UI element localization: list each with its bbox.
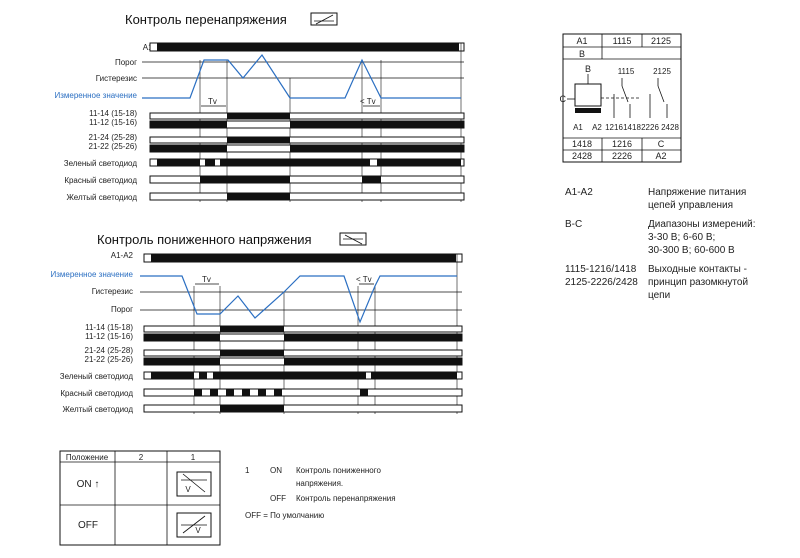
legend-desc-a1a2-2: цепей управления xyxy=(648,200,733,211)
note-on-desc-2: напряжения. xyxy=(296,479,343,488)
legend-term-bc: B-C xyxy=(565,219,582,230)
tb-b1-c: C xyxy=(658,139,665,149)
legend-desc-bc-3: 30-300 В; 60-600 В xyxy=(648,245,735,256)
tb-top-a1: A1 xyxy=(576,36,587,46)
uv-label-threshold: Порог xyxy=(111,305,133,314)
svg-text:Tv: Tv xyxy=(208,97,217,106)
uv-label-hysteresis: Гистерезис xyxy=(92,287,133,296)
uv-label-2122: 21-22 (25-26) xyxy=(85,355,134,364)
tb-inner-2428: 2428 xyxy=(661,123,679,132)
uv-label-green-led: Зеленый светодиод xyxy=(60,372,134,381)
tb-inner-a1: A1 xyxy=(573,123,583,132)
legend-term-a1a2: A1-A2 xyxy=(565,187,593,198)
tb-b1-1418: 1418 xyxy=(572,139,592,149)
tb-inner-b: B xyxy=(585,64,591,74)
terminal-block: A1 1115 2125 B B C 1115 2125 A1 A2 1216 … xyxy=(560,33,682,163)
ov-label-2124: 21-24 (25-28) xyxy=(89,133,138,142)
legend-desc-bc-1: Диапазоны измерений: xyxy=(648,219,756,230)
note-off-desc: Контроль перенапряжения xyxy=(296,494,396,503)
tb-inner-2226: 2226 xyxy=(641,123,659,132)
undervoltage-switch-icon: V xyxy=(176,471,212,497)
uv-label-measured: Измеренное значение xyxy=(50,270,133,279)
switch-header-position: Положение xyxy=(66,453,109,462)
legend-desc-contacts-2: принцип разомкнутой xyxy=(648,277,748,288)
tb-top-1115: 1115 xyxy=(613,36,632,46)
switch-table: Положение 2 1 ON ↑ OFF V V xyxy=(59,450,221,546)
legend-desc-bc-2: 3-30 В; 6-60 В; xyxy=(648,232,715,243)
overvoltage-title-icon xyxy=(310,12,338,26)
switch-row-on: ON ↑ xyxy=(77,479,100,490)
svg-text:V: V xyxy=(185,485,191,494)
legend: A1-A2 Напряжение питания цепей управлени… xyxy=(565,187,756,301)
svg-text:V: V xyxy=(195,526,201,535)
uv-label-1114: 11-14 (15-18) xyxy=(85,323,133,332)
overvoltage-section: Контроль перенапряжения A1-A2 Порог Гист… xyxy=(54,12,465,202)
ov-label-1114: 11-14 (15-18) xyxy=(89,109,137,118)
tb-b2-2428: 2428 xyxy=(572,151,592,161)
uv-tv-marker-1: Tv xyxy=(195,275,219,285)
uv-label-1112: 11-12 (15-16) xyxy=(85,332,133,341)
undervoltage-title-icon xyxy=(339,232,367,246)
note-off: OFF xyxy=(270,494,286,503)
tb-second-b: B xyxy=(579,49,585,59)
note-number: 1 xyxy=(245,466,250,475)
ov-label-measured: Измеренное значение xyxy=(54,91,137,100)
legend-desc-a1a2-1: Напряжение питания xyxy=(648,187,746,198)
switch-header-2: 2 xyxy=(139,453,144,462)
tb-inner-1418: 1418 xyxy=(623,123,641,132)
undervoltage-section: Контроль пониженного напряжения A1-A2 Из… xyxy=(50,232,463,414)
uv-label-yellow-led: Желтый светодиод xyxy=(62,405,133,414)
svg-text:< Tv: < Tv xyxy=(356,275,372,284)
tb-top-2125: 2125 xyxy=(651,36,671,46)
note-on-desc-1: Контроль пониженного xyxy=(296,466,381,475)
switch-notes: 1 ON Контроль пониженного напряжения. OF… xyxy=(245,466,396,520)
svg-text:< Tv: < Tv xyxy=(360,97,376,106)
note-on: ON xyxy=(270,466,282,475)
undervoltage-title: Контроль пониженного напряжения xyxy=(97,232,312,247)
tb-inner-a2: A2 xyxy=(592,123,602,132)
tb-inner-c: C xyxy=(560,94,567,104)
ov-label-2122: 21-22 (25-26) xyxy=(89,142,138,151)
legend-desc-contacts-3: цепи xyxy=(648,290,670,301)
ov-label-hysteresis: Гистерезис xyxy=(96,74,137,83)
tb-inner-2125: 2125 xyxy=(653,67,671,76)
legend-desc-contacts-1: Выходные контакты - xyxy=(648,264,747,275)
note-default: OFF = По умолчанию xyxy=(245,511,324,520)
tb-b1-1216: 1216 xyxy=(612,139,632,149)
tb-b2-a2: A2 xyxy=(655,151,666,161)
ov-label-1112: 11-12 (15-16) xyxy=(89,118,137,127)
legend-term-contacts-1: 1115-1216/1418 xyxy=(565,264,637,275)
switch-header-1: 1 xyxy=(191,453,196,462)
legend-term-contacts-2: 2125-2226/2428 xyxy=(565,277,638,288)
ov-label-green-led: Зеленый светодиод xyxy=(64,159,138,168)
uv-label-2124: 21-24 (25-28) xyxy=(85,346,134,355)
uv-tv-marker-2: < Tv xyxy=(356,275,374,285)
switch-row-off: OFF xyxy=(78,520,98,531)
tb-b2-2226: 2226 xyxy=(612,151,632,161)
uv-label-red-led: Красный светодиод xyxy=(60,389,133,398)
ov-label-yellow-led: Желтый светодиод xyxy=(66,193,137,202)
ov-tv-marker-2: < Tv xyxy=(360,97,380,107)
overvoltage-title: Контроль перенапряжения xyxy=(125,12,287,27)
overvoltage-switch-icon: V xyxy=(176,512,212,538)
ov-tv-marker-1: Tv xyxy=(201,97,226,107)
tb-inner-1216: 1216 xyxy=(605,123,623,132)
ov-label-red-led: Красный светодиод xyxy=(64,176,137,185)
svg-text:Tv: Tv xyxy=(202,275,211,284)
ov-label-threshold: Порог xyxy=(115,58,137,67)
uv-label-a1a2: A1-A2 xyxy=(111,251,134,260)
tb-inner-1115: 1115 xyxy=(618,67,635,76)
